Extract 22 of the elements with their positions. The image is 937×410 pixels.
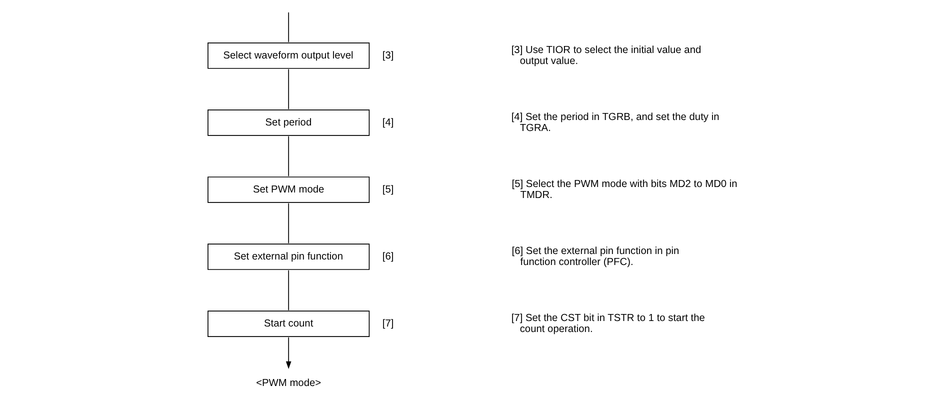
label: [5] Select the PWM mode with bits MD2 to MD0 in TMDR. [512,178,738,201]
node-label: [5] [382,184,394,196]
label: [4] Set the period in TGRB, and set the duty in TGRA. [511,112,720,134]
label: [7] Set the CST bit in TSTR to 1 to start the count operation. [511,312,705,335]
connector [288,270,290,311]
node-label: [4] [382,117,394,128]
arrow [286,336,292,370]
node-label: [7] [382,318,394,330]
connector [288,68,290,110]
node-box: Select waveform output level [208,42,370,69]
node-box: Set period [208,110,370,136]
connector [288,136,290,177]
connector [288,12,290,42]
node-label: [3] [382,50,394,62]
node-label: [6] [382,251,394,262]
node-box: Set PWM mode [208,176,370,203]
label: [6] Set the external pin function in pin function controller (PFC). [512,246,680,268]
node-box: Set external pin function [208,244,370,270]
label: [3] Use TIOR to select the initial value and output value. [511,44,702,67]
node-box: Start count [208,310,370,337]
node-text: <PWM mode> [256,378,322,389]
connector [288,202,290,244]
